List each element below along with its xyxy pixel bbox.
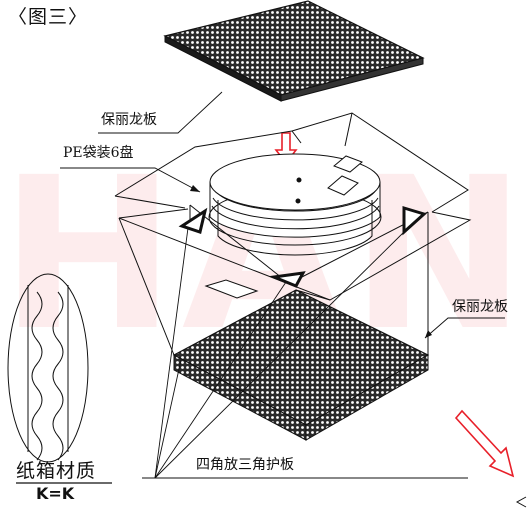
- triangle-corner-guards: [178, 205, 427, 288]
- corner-guard-label: 四角放三角护板: [196, 457, 294, 473]
- material-title: 纸箱材质: [16, 460, 97, 482]
- leader-lines: [60, 91, 505, 479]
- leader-arrowheads: [190, 185, 432, 338]
- reel-stack: [208, 153, 382, 256]
- diagonal-arrow-icon: [454, 409, 515, 478]
- carton-top-flaps: [114, 112, 472, 301]
- top-foam-board: [163, 0, 425, 102]
- figure-number: 〈图三〉: [8, 6, 89, 28]
- flute-spec: K=K: [36, 484, 75, 503]
- bottom-foam-board: [172, 289, 430, 441]
- top-foam-board-label: 保丽龙板: [101, 112, 157, 128]
- stray-insert-sheet: [204, 279, 259, 299]
- material-section-icon: [7, 273, 112, 484]
- edge-angle-mark: [515, 496, 527, 508]
- pe-bag-label: PE袋装6盘: [63, 145, 134, 161]
- bottom-foam-board-label: 保丽龙板: [452, 299, 508, 315]
